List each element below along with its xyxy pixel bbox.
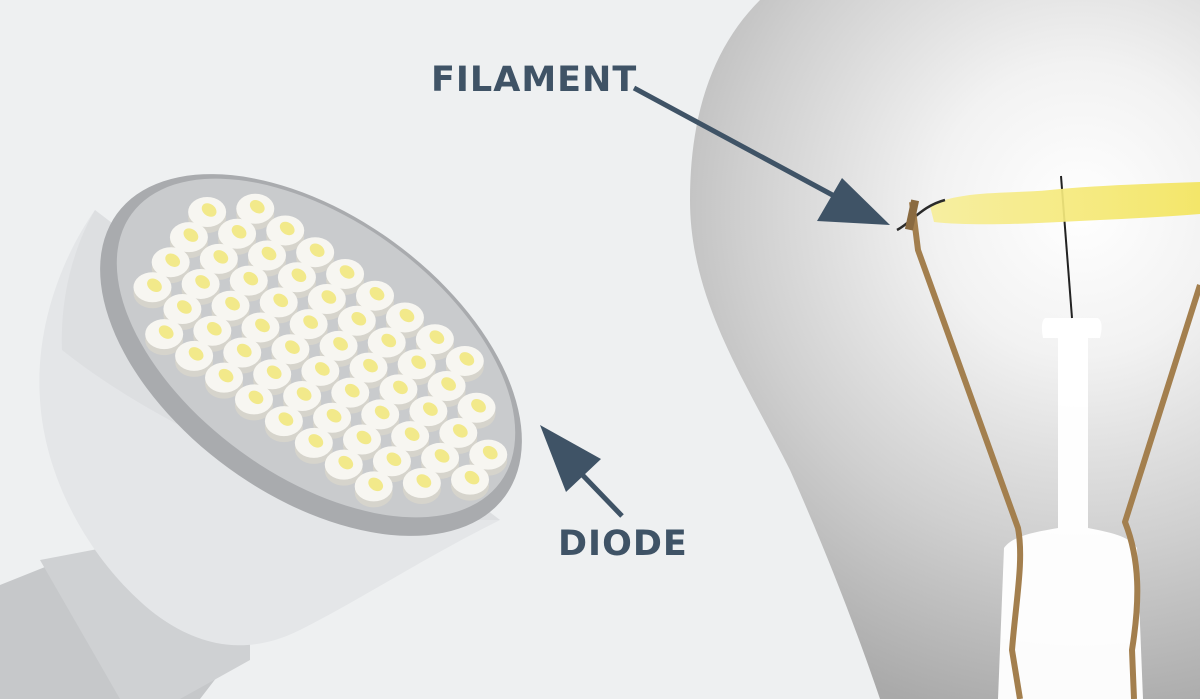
diode-chip	[368, 477, 384, 492]
filament-coil	[896, 198, 946, 232]
diode-chip	[201, 203, 217, 217]
diode-chip	[188, 347, 204, 361]
diode-chip	[261, 246, 277, 261]
diode-chip	[411, 355, 427, 370]
filament-arrow	[632, 85, 890, 225]
diode-chip	[303, 315, 319, 329]
diode-chip	[452, 424, 468, 438]
diode-array	[133, 193, 508, 508]
diode-chip	[255, 318, 270, 333]
diode-chip	[231, 225, 247, 239]
diode-chip	[404, 427, 420, 441]
diode-chip	[459, 352, 475, 366]
diode-chip	[399, 308, 415, 323]
diode-chip	[279, 221, 295, 236]
diode-chip	[183, 228, 199, 242]
diode-chip	[416, 474, 432, 488]
filament-label: FILAMENT	[431, 60, 638, 100]
filament-glow	[930, 182, 1200, 225]
support-wire-right	[1122, 284, 1200, 699]
diode-chip	[464, 470, 480, 485]
diode-chip	[195, 275, 210, 289]
diode-chip	[309, 243, 325, 257]
diode-chip	[273, 293, 289, 308]
diode-arrow	[540, 425, 624, 518]
diode-chip	[249, 199, 265, 214]
diode-chip	[363, 358, 378, 373]
diode-chip	[333, 337, 348, 351]
diode-chip	[296, 387, 312, 401]
diode-chip	[351, 312, 367, 326]
diode-chip	[225, 296, 240, 311]
diode-chip	[177, 300, 192, 314]
diode-chip	[248, 390, 264, 405]
diode-chip	[326, 409, 342, 423]
support-wire-left	[909, 201, 1024, 699]
diode-chip	[243, 271, 259, 286]
diode-chip	[482, 445, 498, 460]
diode-label: DIODE	[558, 524, 688, 564]
diode-chip	[338, 455, 354, 470]
diode-chip	[356, 430, 372, 445]
diode-chip	[266, 365, 282, 380]
diode-chip	[213, 250, 229, 264]
diode-chip	[158, 325, 174, 339]
diode-chip	[369, 286, 385, 301]
diode-chip	[308, 434, 324, 448]
diode-chip	[344, 383, 360, 398]
diode-chip	[381, 333, 397, 348]
diode-chip	[291, 268, 307, 283]
diode-chip	[441, 377, 456, 391]
diode-chip	[206, 322, 222, 336]
diode-chip	[147, 278, 162, 293]
diode-chip	[285, 340, 300, 354]
diode-chip	[278, 412, 294, 426]
filament-clamp	[904, 199, 920, 231]
diode-chip	[218, 368, 234, 383]
led-bulb-icon	[0, 174, 522, 699]
diode-chip	[429, 330, 445, 344]
diode-chip	[339, 265, 355, 279]
diode-chip	[423, 402, 438, 416]
diode-chip	[236, 343, 252, 358]
diode-chip	[165, 253, 181, 267]
diode-chip	[314, 362, 330, 376]
diode-chip	[471, 399, 486, 413]
incandescent-bulb-icon	[690, 0, 1200, 699]
glass-stem	[998, 318, 1143, 699]
diode-chip	[393, 380, 408, 395]
diode-chip	[321, 290, 337, 304]
diode-chip	[434, 449, 450, 463]
diode-chip	[386, 452, 402, 467]
diode-chip	[374, 405, 390, 420]
